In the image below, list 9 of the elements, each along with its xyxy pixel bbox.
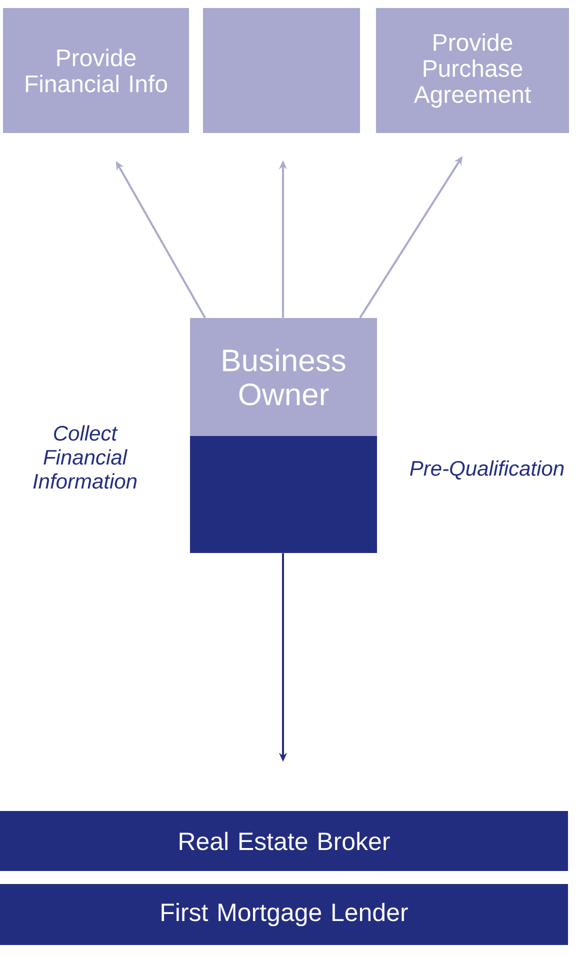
party-bar: First Mortgage Lender — [0, 884, 568, 945]
party-bar: Real Estate Broker — [0, 811, 568, 871]
side-note: Pre-Qualification — [410, 460, 564, 480]
role-box: Business Owner — [190, 318, 377, 436]
process-box: Provide Purchase Agreement — [376, 8, 569, 133]
empty-box — [190, 436, 377, 553]
process-box: Provide Financial Info — [3, 8, 189, 133]
side-note: Collect Financial Information — [33, 425, 137, 489]
empty-box — [203, 8, 360, 133]
